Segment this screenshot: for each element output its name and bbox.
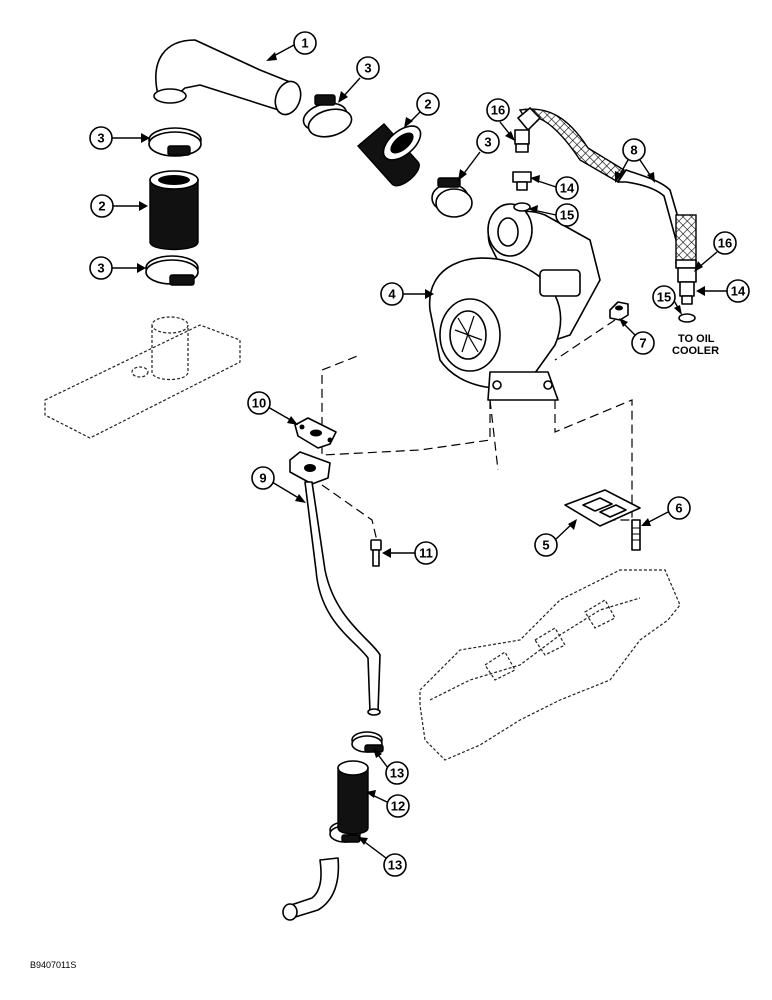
svg-text:3: 3 [97,131,104,146]
svg-text:16: 16 [491,103,505,118]
hose-clamp-lower-left [145,255,199,286]
callout-8: 8 [615,138,655,183]
hose-clamp-right [431,177,473,218]
hose-clamp-upper-middle [302,94,353,138]
oil-cooler-note-line1: TO OIL [678,333,715,345]
callout-1: 1 [266,31,317,61]
lower-elbow-tube [282,857,340,921]
exhaust-manifold-ghost [419,569,681,761]
svg-text:6: 6 [675,501,682,516]
svg-text:1: 1 [301,36,308,51]
callout-3-right: 3 [458,130,500,181]
intake-manifold-ghost [44,316,241,439]
svg-text:2: 2 [98,199,105,214]
svg-text:14: 14 [560,181,575,196]
elbow-fitting-upper [514,107,541,153]
callout-7: 7 [619,318,655,355]
svg-text:13: 13 [390,766,404,781]
svg-text:16: 16 [718,236,732,251]
svg-text:5: 5 [542,538,549,553]
svg-text:7: 7 [639,336,646,351]
turbo-mounting-gasket [564,489,641,527]
svg-text:3: 3 [484,135,491,150]
callout-16-upper: 16 [486,98,515,141]
svg-text:8: 8 [630,143,637,158]
hose-sleeve-left [149,170,199,251]
adapter-fitting-lower [677,267,697,305]
callout-15-lower: 15 [652,285,682,315]
svg-text:2: 2 [424,97,431,112]
hose-sleeve-middle [356,123,422,187]
svg-text:14: 14 [731,284,746,299]
drain-gasket [294,417,337,449]
air-elbow-pipe [153,39,302,116]
figure-reference-code: B9407011S [30,960,76,970]
oil-cooler-note-line2: COOLER [672,345,719,357]
mounting-stud [631,519,641,551]
callout-4: 4 [380,282,434,306]
svg-text:10: 10 [252,396,266,411]
svg-text:9: 9 [259,471,266,486]
o-ring-lower [678,313,696,323]
assembly-guide-lines [321,319,633,546]
callout-2-left: 2 [90,194,148,218]
callout-5: 5 [534,519,577,557]
callout-3-upper-left: 3 [89,126,150,150]
svg-text:11: 11 [419,546,433,561]
callout-10: 10 [247,391,298,425]
svg-text:4: 4 [388,287,396,302]
flange-nut [609,301,629,321]
callout-13-lower: 13 [358,837,407,877]
turbocharger [428,203,601,401]
callout-11: 11 [382,541,438,565]
svg-text:15: 15 [657,290,671,305]
hose-clamp-lower-upper [351,731,384,753]
adapter-fitting-upper [512,171,532,191]
callout-14-lower: 14 [696,279,750,303]
cap-screw [370,539,382,567]
oil-drain-hose [337,760,369,835]
callout-15-upper: 15 [528,203,579,227]
callout-12: 12 [366,790,410,818]
callout-13-upper: 13 [373,748,409,785]
hose-clamp-upper-left [148,127,202,157]
callout-3-lower-left: 3 [89,256,146,280]
o-ring-upper [513,202,531,212]
oil-drain-tube [289,451,381,716]
callout-16-lower: 16 [694,231,737,272]
callout-9: 9 [251,466,306,503]
callout-3-top-middle: 3 [338,56,380,103]
svg-text:13: 13 [388,858,402,873]
svg-text:3: 3 [97,261,104,276]
svg-text:12: 12 [391,799,405,814]
oil-supply-hose [518,108,697,269]
svg-text:3: 3 [364,61,371,76]
callout-6: 6 [641,496,691,526]
svg-text:15: 15 [560,208,574,223]
callout-14-upper: 14 [530,175,579,200]
callout-2-middle: 2 [404,92,440,128]
